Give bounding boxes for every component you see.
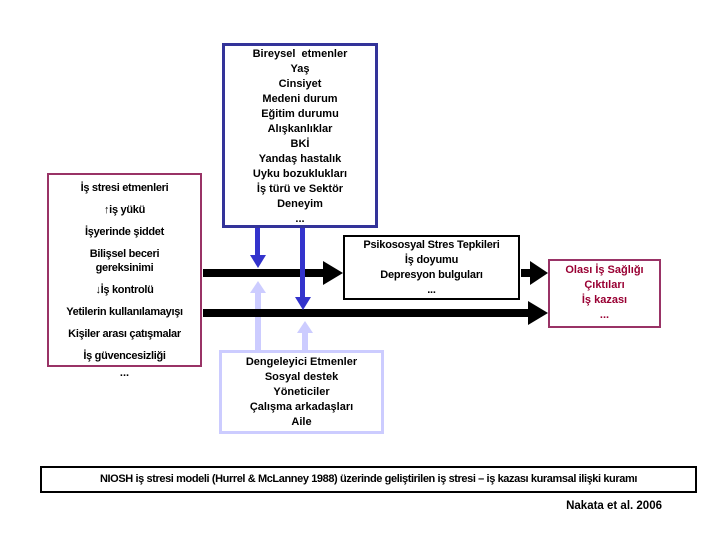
text-line: Yandaş hastalık <box>258 153 342 165</box>
text-line: ... <box>295 213 305 225</box>
arrow-shaft <box>255 228 260 256</box>
arrow-down-head <box>250 255 266 268</box>
arrow-right-head <box>528 301 548 325</box>
arrow-right-head <box>530 261 548 285</box>
text-line: Çalışma arkadaşları <box>249 401 354 413</box>
text-line: İş kazası <box>581 294 628 306</box>
arrow-down-head <box>295 297 311 310</box>
text-line: Sosyal destek <box>264 371 339 383</box>
text-line: İş güvencesizliği <box>83 350 166 362</box>
text-line: İşyerinde şiddet <box>85 226 164 238</box>
text-line: İş doyumu <box>404 254 459 266</box>
arrow-shaft <box>203 269 324 277</box>
arrow-up-head <box>297 321 313 333</box>
arrow-right-head <box>323 261 343 285</box>
text-line: ... <box>599 309 610 321</box>
text-line: BKİ <box>290 138 310 150</box>
text-line: Yöneticiler <box>273 386 330 398</box>
text-line: Alışkanlıklar <box>267 123 333 135</box>
text-line: Depresyon bulguları <box>380 269 483 281</box>
text-line: Medeni durum <box>262 93 338 105</box>
text-line: Kişiler arası çatışmalar <box>68 328 181 340</box>
text-line: İş türü ve Sektör <box>256 183 344 195</box>
text-line: gereksinimi <box>95 262 154 274</box>
text-line: Olası İş Sağlığı <box>565 264 644 276</box>
text-line: ... <box>427 284 436 296</box>
credit-text: Nakata et al. 2006 <box>566 500 662 512</box>
caption-text: NIOSH iş stresi modeli (Hurrel & McLanne… <box>99 473 638 485</box>
text-line: Yetilerin kullanılamayışı <box>66 306 183 318</box>
text-line: Bireysel etmenler <box>252 48 348 60</box>
text-line: Cinsiyet <box>278 78 322 90</box>
text-line: Uyku bozuklukları <box>252 168 348 180</box>
arrow-shaft <box>203 309 529 317</box>
text-line: ↑iş yükü <box>103 204 145 216</box>
text-line: Dengeleyici Etmenler <box>245 356 358 368</box>
text-line: ↓İş kontrolü <box>95 284 154 296</box>
text-line: Psikososyal Stres Tepkileri <box>363 239 500 251</box>
arrow-shaft <box>521 269 531 277</box>
caption-box: NIOSH iş stresi modeli (Hurrel & McLanne… <box>40 466 697 493</box>
text-line: Çıktıları <box>584 279 625 291</box>
job-stressors-ellipsis: ... <box>119 367 130 379</box>
arrow-shaft <box>255 293 261 350</box>
arrow-up-head <box>250 281 266 293</box>
arrow-shaft <box>300 228 305 297</box>
text-line: Eğitim durumu <box>261 108 339 120</box>
arrow-shaft <box>302 333 308 350</box>
text-line: Bilişsel beceri <box>89 248 160 260</box>
text-line: Aile <box>291 416 312 428</box>
text-line: Deneyim <box>277 198 323 210</box>
text-line: Yaş <box>290 63 310 75</box>
text-line: İş stresi etmenleri <box>80 182 169 194</box>
